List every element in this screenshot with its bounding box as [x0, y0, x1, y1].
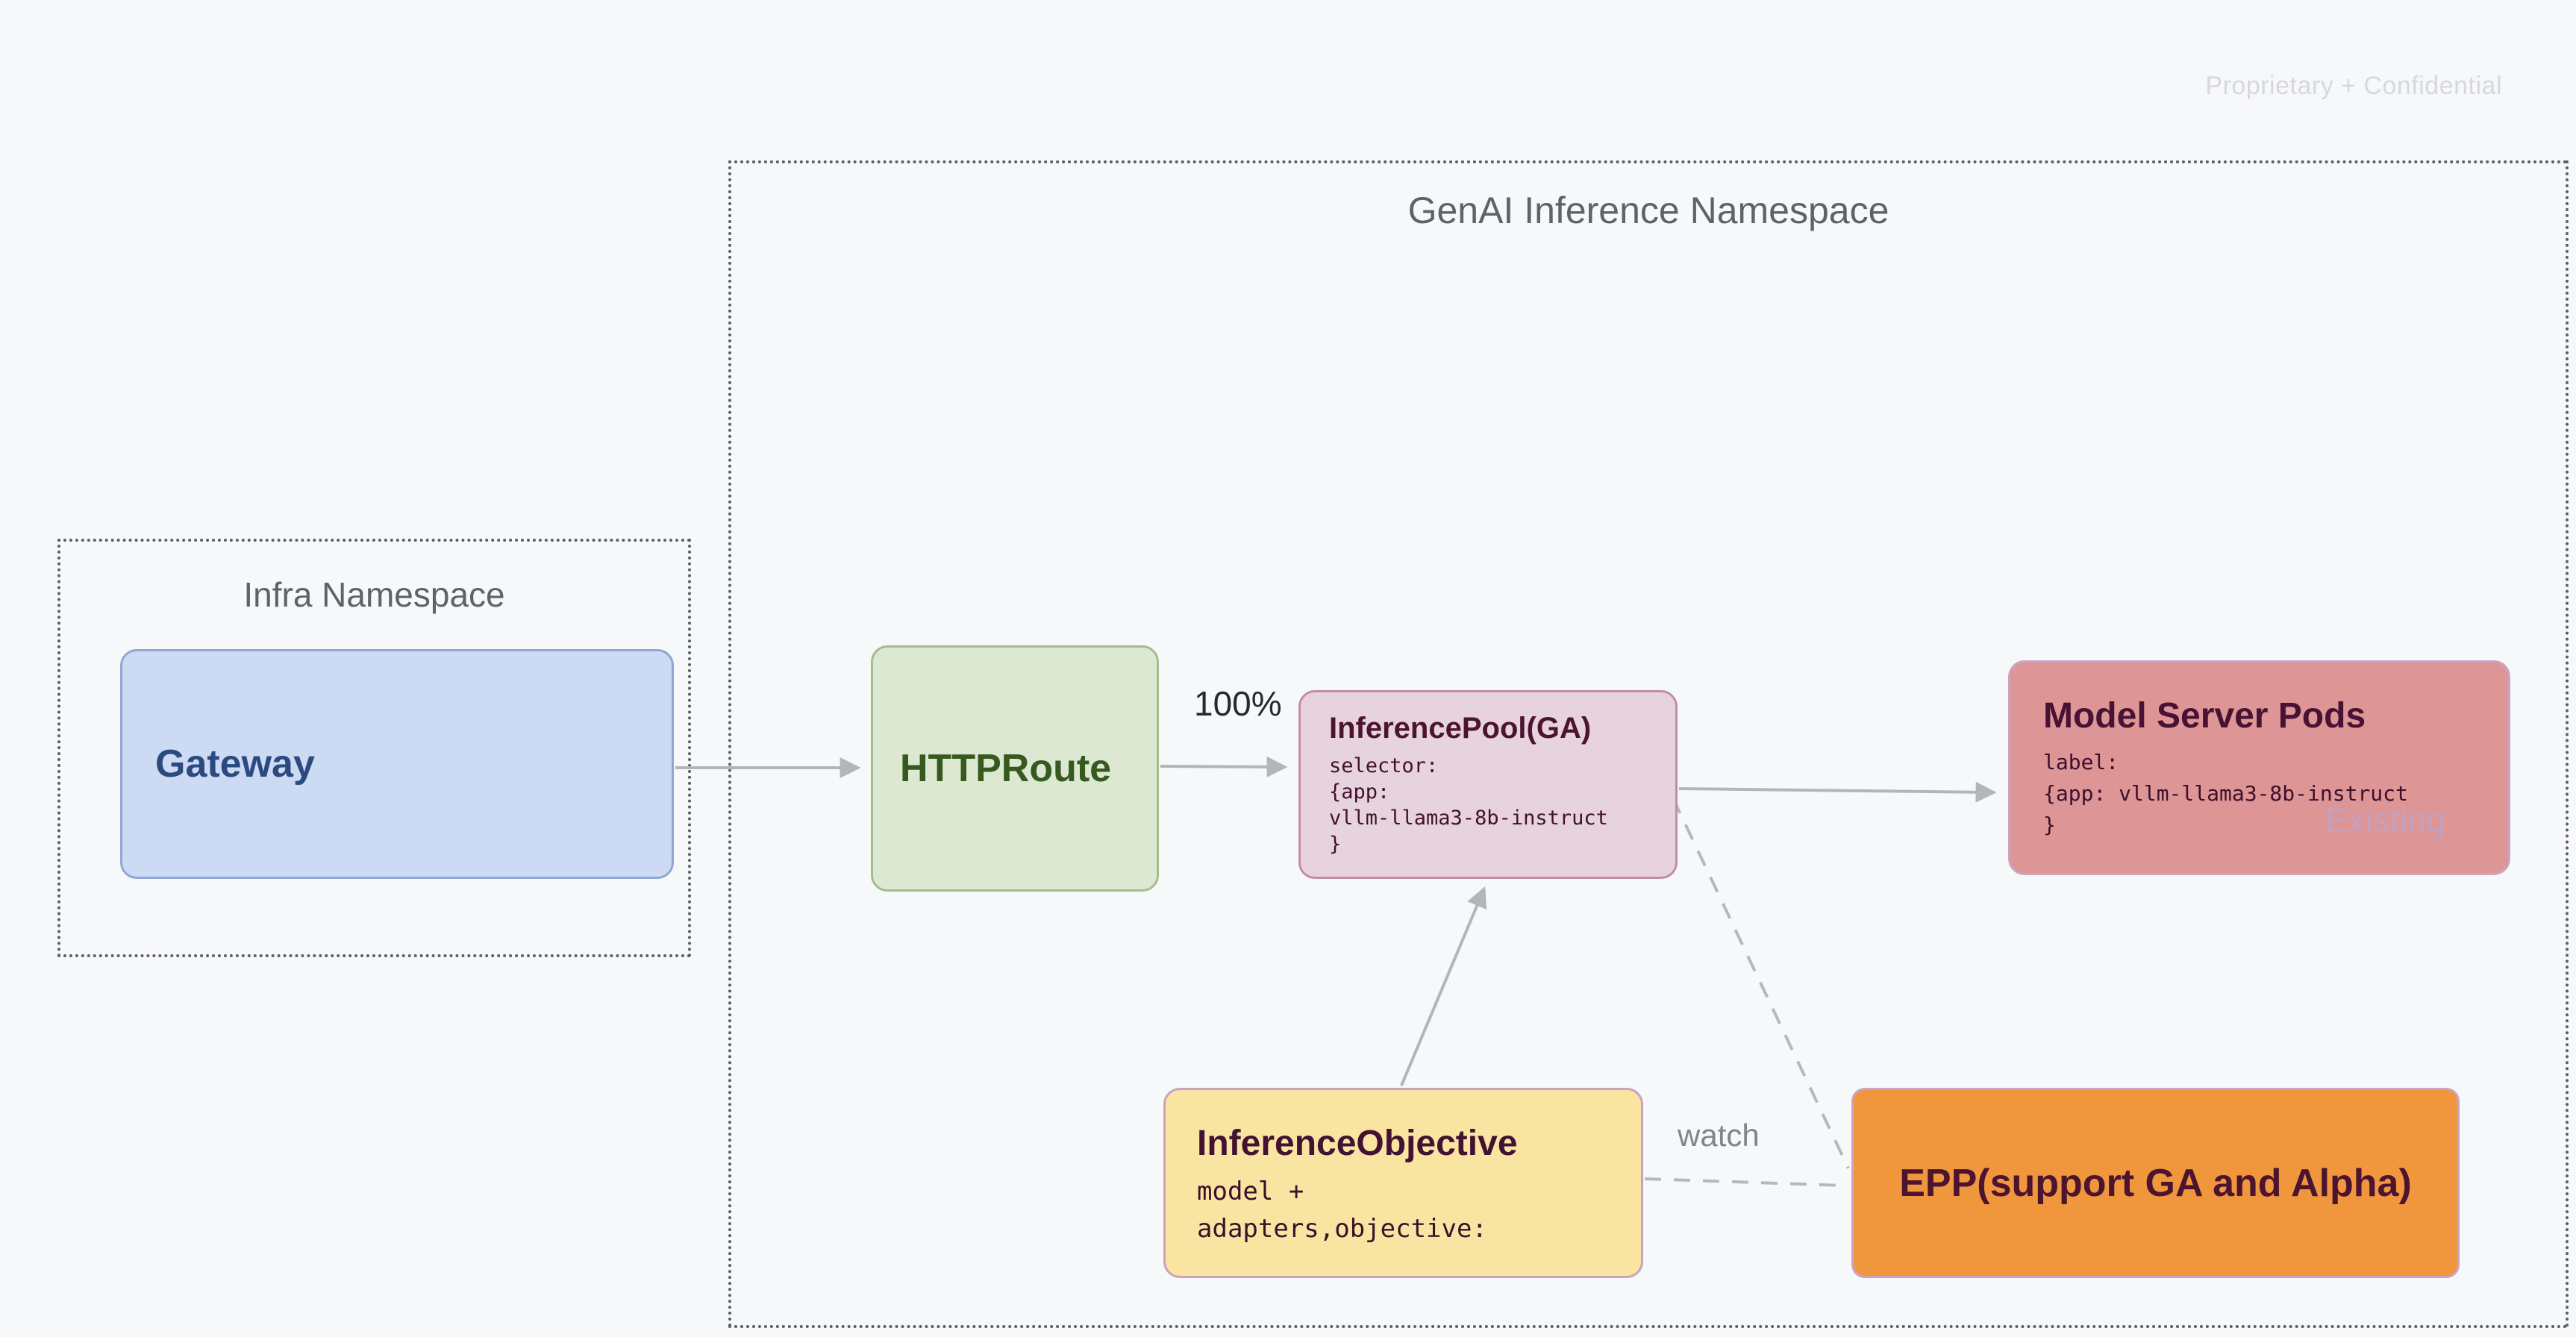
epp-label: EPP(support GA and Alpha) [1899, 1161, 2412, 1205]
model-server-pods-code-line: label: [2043, 750, 2119, 774]
node-epp: EPP(support GA and Alpha) [1851, 1088, 2460, 1278]
inference-pool-code-line: {app: [1329, 780, 1390, 804]
model-server-pods-code-line: } [2043, 812, 2056, 837]
watermark: Proprietary + Confidential [2205, 72, 2502, 100]
inference-objective-code-line: adapters,objective: [1197, 1214, 1487, 1244]
watch-label: watch [1678, 1118, 1760, 1153]
model-server-pods-title: Model Server Pods [2043, 696, 2366, 736]
node-inference-pool: InferencePool(GA) selector: {app: vllm-l… [1298, 690, 1678, 879]
node-model-server-pods: Model Server Pods label: {app: vllm-llam… [2008, 660, 2510, 875]
inference-pool-code-line: vllm-llama3-8b-instruct [1329, 807, 1608, 830]
inference-pool-code-line: } [1329, 833, 1342, 856]
traffic-percent-label: 100% [1194, 684, 1282, 723]
node-gateway: Gateway [120, 649, 674, 879]
httproute-label: HTTPRoute [900, 747, 1112, 790]
infra-namespace-title: Infra Namespace [243, 575, 505, 614]
inference-pool-code-line: selector: [1329, 754, 1439, 777]
genai-namespace-title: GenAI Inference Namespace [1407, 190, 1889, 231]
genai-namespace-box: GenAI Inference Namespace [728, 160, 2569, 1328]
inference-objective-title: InferenceObjective [1197, 1124, 1518, 1163]
node-httproute: HTTPRoute [871, 645, 1159, 892]
inference-pool-title: InferencePool(GA) [1329, 712, 1592, 745]
existing-tag: Existing [2325, 801, 2445, 839]
node-inference-objective: InferenceObjective model + adapters,obje… [1163, 1088, 1643, 1278]
inference-objective-code-line: model + [1197, 1177, 1304, 1206]
gateway-label: Gateway [155, 742, 315, 786]
model-server-pods-code-line: {app: vllm-llama3-8b-instruct [2043, 781, 2408, 806]
infra-namespace-box: Infra Namespace [57, 539, 691, 957]
